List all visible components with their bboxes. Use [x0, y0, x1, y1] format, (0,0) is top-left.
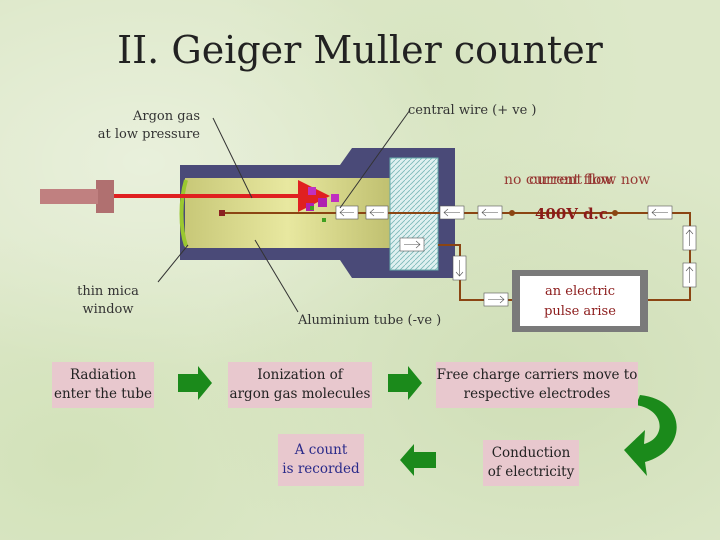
process-arrow-right — [178, 366, 212, 400]
slide-title: II. Geiger Muller counter — [117, 28, 603, 72]
current-arrow — [682, 225, 697, 251]
process-arrow-right — [388, 366, 422, 400]
current-arrow-group — [335, 205, 697, 307]
ionization-box-line2: argon gas molecules — [229, 386, 371, 402]
ion-particle — [308, 187, 316, 195]
mica-window-label: thin mica window — [72, 283, 144, 319]
current-arrow — [682, 262, 697, 288]
central-wire-label: central wire (+ ve ) — [408, 103, 537, 118]
radiation-box-line2: enter the tube — [54, 386, 152, 402]
radiation-box: Radiation enter the tube — [52, 362, 154, 408]
pulse-label: an electric pulse arise — [520, 282, 640, 322]
mica-window — [179, 179, 188, 247]
mica-window-label-line2: window — [82, 302, 134, 317]
current-arrow — [335, 205, 359, 220]
radiation-box-line1: Radiation — [69, 367, 137, 383]
argon-gas-label: Argon gas at low pressure — [98, 108, 200, 144]
process-arrow-left — [400, 444, 436, 476]
voltage-label: 400V d.c. — [535, 205, 614, 223]
ionization-box: Ionization of argon gas molecules — [228, 362, 372, 408]
argon-gas-label-line2: at low pressure — [97, 127, 200, 142]
free-charge-box: Free charge carriers move to respective … — [436, 362, 638, 408]
conduction-box: Conduction of electricity — [483, 440, 579, 486]
current-arrow — [647, 205, 673, 220]
conduction-box-line1: Conduction — [491, 445, 571, 461]
no-current-flow-label: no current flow — [504, 172, 614, 188]
current-arrow — [439, 205, 465, 220]
ionization-box-line1: Ionization of — [257, 367, 343, 383]
ion-particle — [318, 198, 327, 207]
count-recorded-box-line1: A count — [294, 442, 348, 458]
aluminium-tube-label: Aluminium tube (-ve ) — [298, 313, 442, 328]
current-arrow — [452, 255, 467, 281]
electron-particle — [322, 218, 326, 222]
radiation-source-rod — [40, 189, 98, 204]
radiation-source-handle — [96, 180, 114, 213]
pulse-label-line2: pulse arise — [544, 304, 616, 319]
current-flow-now-label: current flow now — [529, 172, 651, 188]
pulse-meter-screen — [520, 276, 640, 326]
conduction-box-line2: of electricity — [487, 464, 575, 480]
process-arrow-curved — [624, 395, 677, 476]
electron-particle — [310, 206, 314, 210]
current-arrow — [477, 205, 503, 220]
ion-particle — [331, 194, 339, 202]
mica-window-label-line1: thin mica — [77, 284, 139, 299]
count-recorded-box: A count is recorded — [278, 434, 364, 486]
pulse-label-line1: an electric — [545, 284, 615, 299]
free-charge-box-line1: Free charge carriers move to — [436, 367, 638, 383]
current-arrow — [399, 237, 425, 252]
current-arrow — [365, 205, 389, 220]
free-charge-box-line2: respective electrodes — [463, 386, 611, 402]
argon-gas-label-line1: Argon gas — [133, 109, 200, 124]
count-recorded-box-line2: is recorded — [282, 461, 360, 477]
current-arrow — [483, 292, 509, 307]
